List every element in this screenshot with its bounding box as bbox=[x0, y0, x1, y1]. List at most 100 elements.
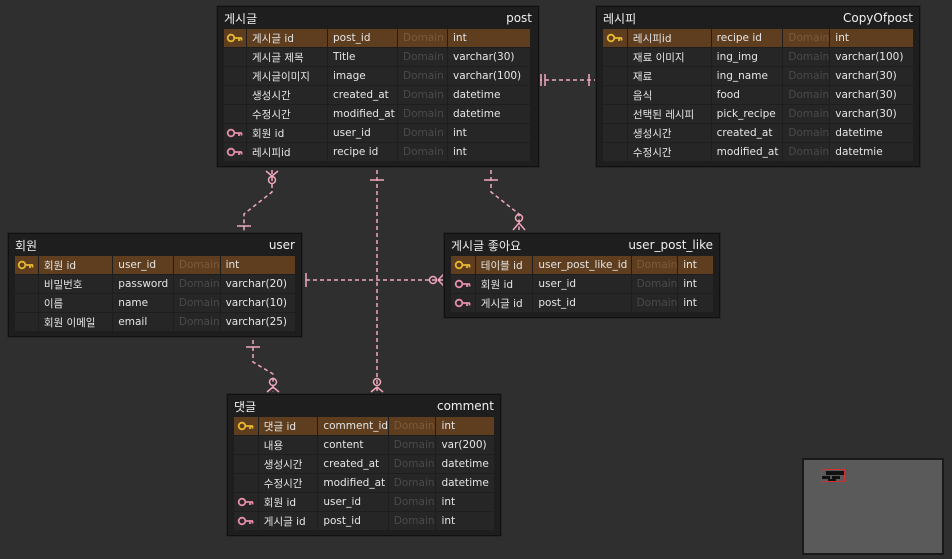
physical-column-name: post_id bbox=[318, 512, 388, 530]
physical-column-name: pick_recipe bbox=[711, 105, 783, 123]
logical-column-name: 게시글 id bbox=[247, 29, 327, 47]
domain-cell: Domain bbox=[388, 455, 436, 473]
table-physical-name: comment bbox=[436, 399, 494, 413]
domain-cell: Domain bbox=[631, 275, 678, 293]
key-cell bbox=[224, 29, 246, 47]
logical-column-name: 회원 id bbox=[475, 275, 533, 293]
data-type: int bbox=[448, 124, 530, 142]
key-cell bbox=[234, 512, 258, 530]
domain-cell: Domain bbox=[388, 436, 436, 454]
key-cell bbox=[224, 48, 246, 66]
domain-cell: Domain bbox=[173, 256, 220, 274]
key-cell bbox=[603, 86, 627, 104]
key-cell bbox=[234, 455, 258, 473]
link-user-comment[interactable] bbox=[252, 340, 274, 392]
data-type: datetime bbox=[436, 455, 494, 473]
domain-cell: Domain bbox=[631, 256, 678, 274]
table-header[interactable]: 댓글 comment bbox=[228, 395, 500, 417]
table-header[interactable]: 게시글 좋아요 user_post_like bbox=[445, 234, 719, 256]
foreign-key-icon bbox=[237, 497, 254, 507]
logical-column-name: 회원 id bbox=[38, 256, 113, 274]
physical-column-name: user_id bbox=[318, 493, 388, 511]
primary-key-icon bbox=[606, 33, 623, 43]
key-cell bbox=[15, 256, 38, 274]
key-cell bbox=[451, 294, 475, 312]
minimap[interactable] bbox=[802, 458, 944, 555]
table-header[interactable]: 게시글 post bbox=[218, 7, 538, 29]
domain-cell: Domain bbox=[173, 313, 220, 331]
physical-column-name: recipe id bbox=[328, 143, 397, 161]
physical-column-name: recipe id bbox=[711, 29, 783, 47]
logical-column-name: 수정시간 bbox=[247, 105, 327, 123]
data-type: int bbox=[436, 417, 494, 435]
logical-column-name: 비밀번호 bbox=[38, 275, 113, 293]
physical-column-name: ing_img bbox=[711, 48, 783, 66]
table-physical-name: user bbox=[268, 238, 295, 252]
table-header[interactable]: 회원 user bbox=[9, 234, 301, 256]
data-type: int bbox=[436, 493, 494, 511]
logical-column-name: 회원 이메일 bbox=[38, 313, 113, 331]
data-type: datetmie bbox=[830, 143, 914, 161]
logical-column-name: 내용 bbox=[258, 436, 318, 454]
data-type: datetime bbox=[436, 474, 494, 492]
data-type: varchar(20) bbox=[220, 275, 296, 293]
domain-cell: Domain bbox=[783, 105, 830, 123]
domain-cell: Domain bbox=[173, 275, 220, 293]
key-cell bbox=[224, 105, 246, 123]
table-physical-name: CopyOfpost bbox=[842, 11, 913, 25]
physical-column-name: modified_at bbox=[711, 143, 783, 161]
physical-column-name: user_id bbox=[328, 124, 397, 142]
physical-column-name: content bbox=[318, 436, 388, 454]
domain-cell: Domain bbox=[398, 124, 447, 142]
domain-cell: Domain bbox=[783, 124, 830, 142]
key-cell bbox=[234, 436, 258, 454]
key-cell bbox=[234, 417, 258, 435]
data-type: var(200) bbox=[436, 436, 494, 454]
key-cell bbox=[451, 256, 475, 274]
data-type: varchar(25) bbox=[220, 313, 296, 331]
key-cell bbox=[234, 474, 258, 492]
data-type: int bbox=[678, 256, 713, 274]
table-header[interactable]: 레시피 CopyOfpost bbox=[597, 7, 919, 29]
minimap-viewport[interactable] bbox=[821, 469, 845, 482]
logical-column-name: 게시글 id bbox=[475, 294, 533, 312]
link-post-user[interactable] bbox=[243, 170, 273, 233]
key-cell bbox=[451, 275, 475, 293]
domain-cell: Domain bbox=[388, 512, 436, 530]
table-logical-name: 레시피 bbox=[603, 11, 637, 26]
link-post-like[interactable] bbox=[490, 170, 520, 230]
data-type: int bbox=[448, 143, 530, 161]
